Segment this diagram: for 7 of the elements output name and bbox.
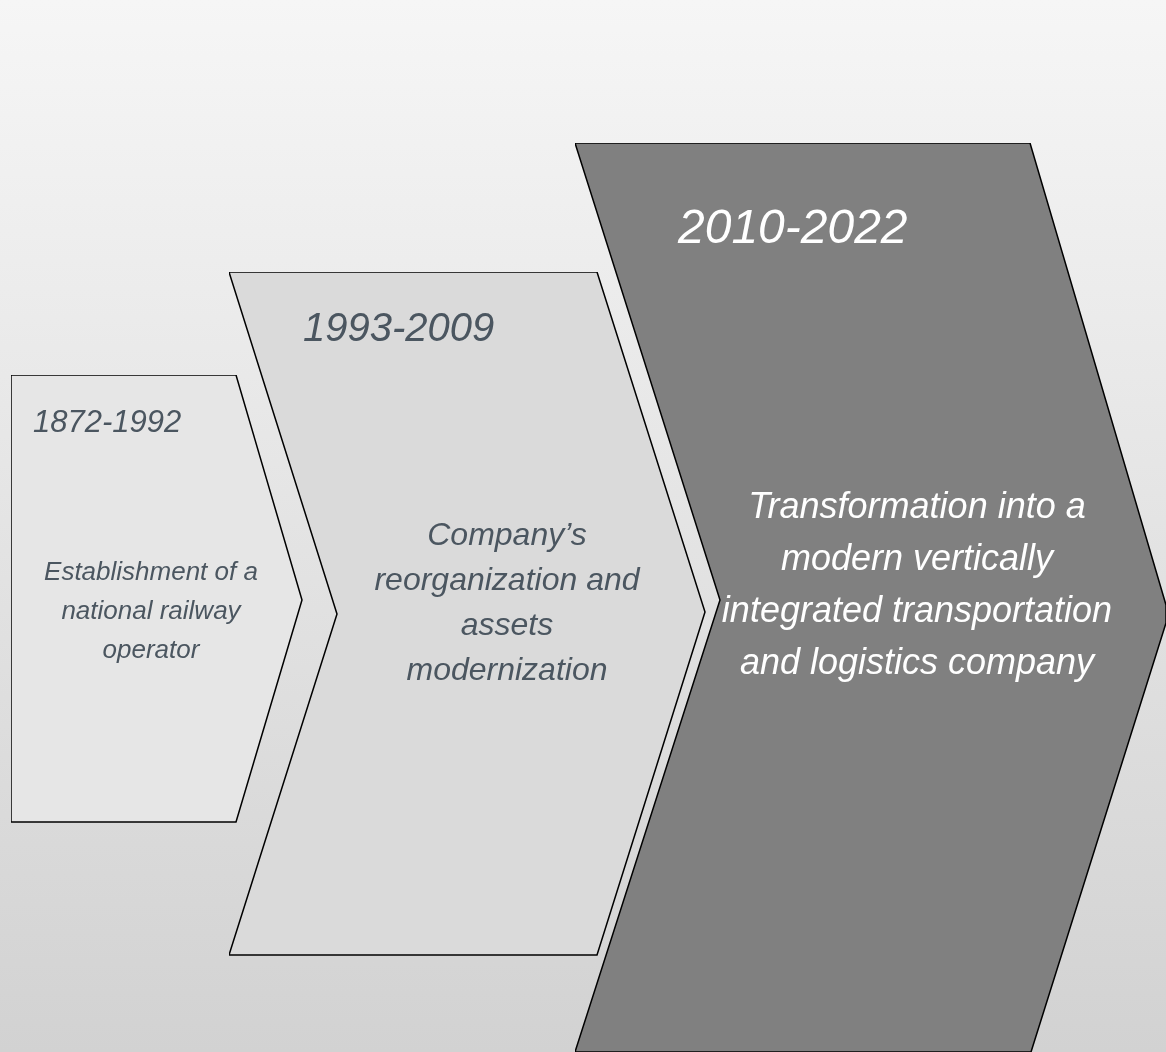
period-label: 2010-2022 — [678, 199, 909, 255]
stage-description: Company’s reorganization and assets modernization — [373, 515, 642, 689]
stage-description: Establishment of a national railway operator — [43, 555, 259, 666]
chevron-shape — [11, 375, 303, 823]
period-label: 1993-2009 — [303, 304, 496, 351]
period-label: 1872-1992 — [33, 403, 183, 441]
stage-description: Transformation into a modern vertically integrated transportation and logistics company — [720, 484, 1114, 684]
